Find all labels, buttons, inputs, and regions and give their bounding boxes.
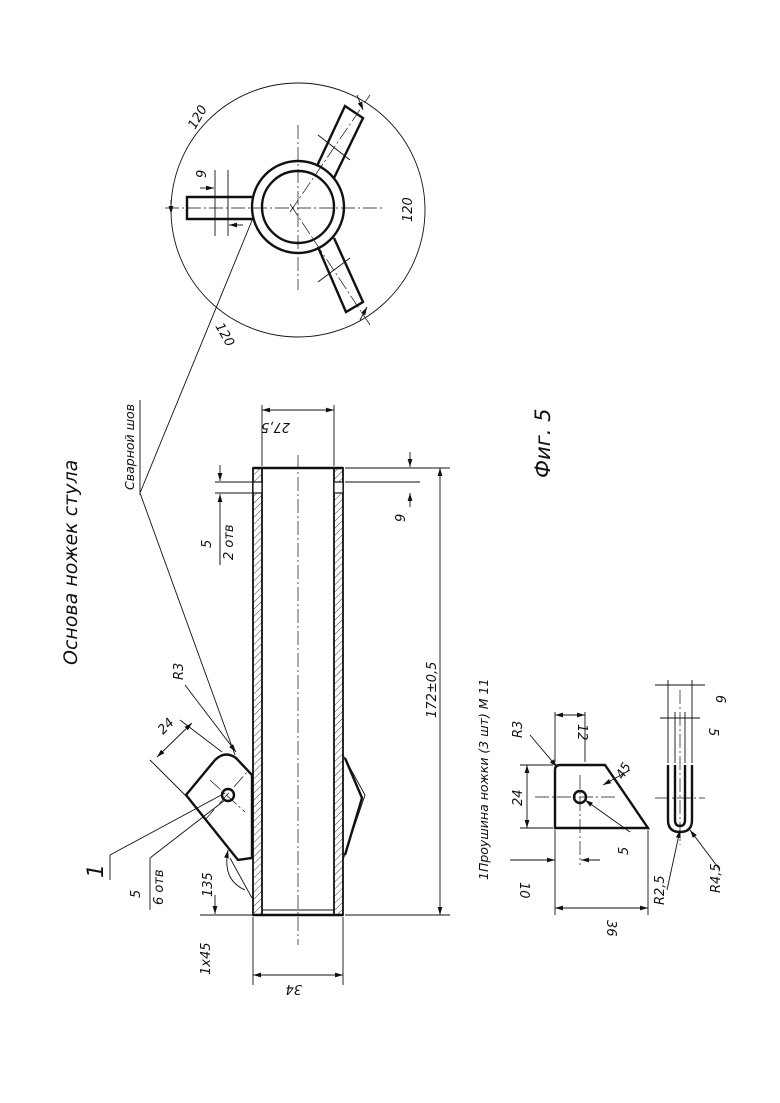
detail-hole-label: 5 bbox=[617, 847, 632, 855]
hole-count-bottom: 2 отв bbox=[222, 524, 237, 560]
section-outline-outer bbox=[668, 765, 692, 832]
lug-hole bbox=[222, 789, 234, 801]
tube-wall-left bbox=[253, 468, 262, 915]
section-width-outer: 6 bbox=[712, 695, 727, 703]
drawing-title: Основа ножек стула bbox=[60, 460, 82, 665]
arm-upper-right bbox=[317, 106, 363, 178]
tube-length-dim: 172±0,5 bbox=[425, 662, 440, 718]
section-radius-small: R2,5 bbox=[653, 875, 668, 905]
tube-outer-dim: 34 bbox=[285, 981, 302, 996]
detail-chamfer-label: 45 bbox=[613, 760, 634, 782]
lug-angle-label: 135 bbox=[201, 872, 216, 897]
section-view: 6 5 R2,5 R4,5 bbox=[653, 680, 727, 905]
detail-view: 1Проушина ножки (3 шт) М 11 R3 12 45 24 … bbox=[476, 679, 648, 937]
lug-hole-bottom: 6 отв bbox=[152, 869, 167, 905]
weld-note-label: Сварной шов bbox=[122, 404, 137, 490]
detail-outline bbox=[555, 765, 648, 828]
detail-length-dim: 36 bbox=[603, 920, 618, 937]
section-width-inner: 5 bbox=[705, 728, 720, 736]
section-radius-large: R4,5 bbox=[709, 863, 724, 893]
detail-radius-label: R3 bbox=[511, 721, 526, 738]
chamfer-label: 1x45 bbox=[199, 942, 214, 975]
detail-height-dim: 24 bbox=[511, 789, 526, 806]
weld-note: Сварной шов bbox=[122, 218, 253, 755]
lug-outline bbox=[186, 754, 252, 860]
tube-inner-dim: 27,5 bbox=[261, 419, 290, 434]
hole-offset-dim: 9 bbox=[394, 514, 409, 522]
hole-count-top: 5 bbox=[200, 540, 215, 548]
angle-label-bottom: 120 bbox=[212, 321, 237, 350]
angle-label-right: 120 bbox=[401, 197, 416, 222]
tube-view: 27,5 172±0,5 9 5 2 отв 34 1x45 bbox=[199, 405, 450, 996]
part-number-label: 1 bbox=[84, 864, 109, 878]
detail-offset-dim: 10 bbox=[516, 882, 531, 899]
detail-caption: 1Проушина ножки (3 шт) М 11 bbox=[476, 679, 491, 880]
arm-lower-right bbox=[318, 238, 363, 312]
lug-radius-label: R3 bbox=[172, 663, 187, 680]
bar-thickness-label: 9 bbox=[195, 170, 210, 178]
top-view: 9 120 120 120 bbox=[165, 83, 425, 350]
lug-hole-top: 5 bbox=[129, 890, 144, 898]
lug-length-dim: 24 bbox=[155, 716, 177, 738]
figure-label: Фиг. 5 bbox=[531, 409, 555, 478]
lug-view: 24 R3 1 5 6 отв 135 bbox=[84, 663, 252, 910]
detail-width-dim: 12 bbox=[574, 724, 589, 741]
tube-wall-right bbox=[334, 468, 343, 915]
angle-label-top: 120 bbox=[185, 103, 210, 132]
